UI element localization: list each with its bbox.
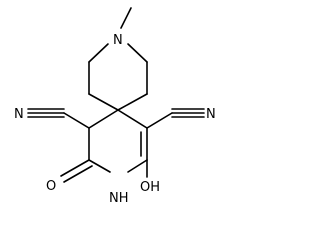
bond-c1-spiro (117, 109, 148, 129)
bond-n-c-right (127, 43, 148, 63)
right-nitrile-nitrogen-label: N (206, 107, 216, 122)
ring-nitrogen-label: N (113, 33, 123, 48)
bond-spiro-left (88, 93, 119, 111)
hydroxy-label: OH (140, 180, 160, 195)
bond-nh-c2 (127, 159, 148, 173)
bond-methyl (120, 7, 132, 29)
bond-right-nitrile-stem (146, 112, 173, 129)
carbonyl-oxygen-label: O (46, 179, 56, 194)
bond-carbonyl-1 (60, 159, 90, 177)
bond-c-left-n (88, 43, 109, 63)
structure-canvas: N N N O NH OH (14, 7, 216, 206)
bond-left-nitrile-stem (63, 112, 90, 129)
bond-carbonyl-2 (63, 165, 93, 183)
left-nitrile-nitrogen-label: N (14, 107, 24, 122)
bond-spiro-c5 (88, 109, 119, 129)
molecule-structure: N N N O NH OH (14, 7, 216, 206)
nh-label: NH (109, 191, 129, 206)
bond-right-spiro (117, 93, 148, 111)
bond-c4-nh (88, 159, 111, 173)
